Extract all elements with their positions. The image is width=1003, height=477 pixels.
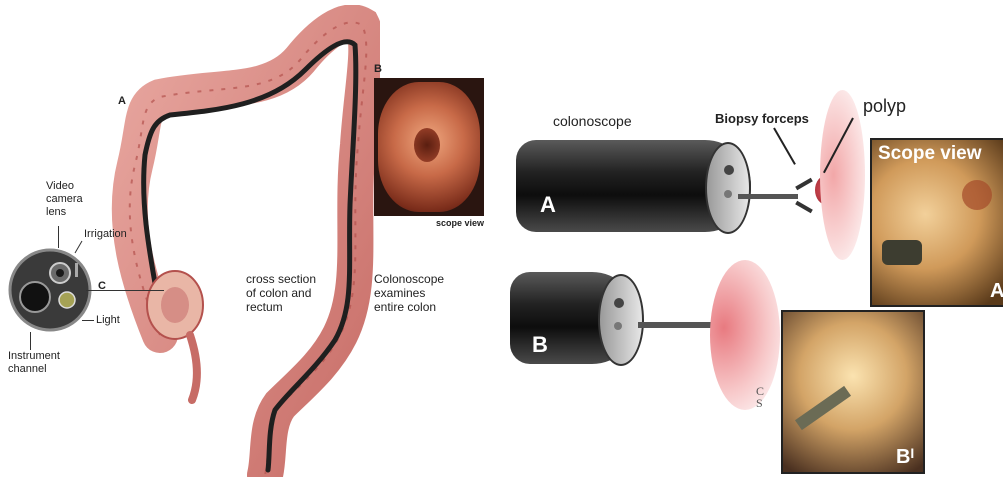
colon-path xyxy=(130,22,367,475)
label-c-left: C xyxy=(98,280,106,293)
instrument-channel-icon xyxy=(20,282,50,312)
video-camera-lens-label: Video camera lens xyxy=(46,180,83,219)
photo-b-label: Bᴵ xyxy=(896,446,914,469)
instrument-channel-label: Instrument channel xyxy=(8,350,60,376)
colon-wall-a xyxy=(820,90,865,260)
biopsy-forceps-label: Biopsy forceps xyxy=(715,111,809,126)
label-a-left: A xyxy=(118,95,126,108)
colon-illustration xyxy=(100,5,380,477)
polyp-label: polyp xyxy=(863,96,906,117)
light-label: Light xyxy=(96,314,120,327)
cross-section-label: cross section of colon and rectum xyxy=(246,272,316,314)
scope-view-title: Scope view xyxy=(878,143,982,165)
irrigation-label: Irrigation xyxy=(84,228,127,241)
colonoscope-label: colonoscope xyxy=(553,113,632,129)
scope-b-label: B xyxy=(532,332,548,358)
photo-a-label: A xyxy=(990,280,1003,303)
scope-a-label: A xyxy=(540,192,556,218)
light-icon xyxy=(59,292,75,308)
label-b-left: B xyxy=(374,63,382,76)
stretched-tissue-b xyxy=(710,260,780,410)
colonoscope-examines-label: Colonoscope examines entire colon xyxy=(374,272,444,314)
scope-view-caption: scope view xyxy=(436,218,484,228)
scope-view-inset xyxy=(374,78,484,216)
scope-tip-illustration xyxy=(5,245,95,335)
